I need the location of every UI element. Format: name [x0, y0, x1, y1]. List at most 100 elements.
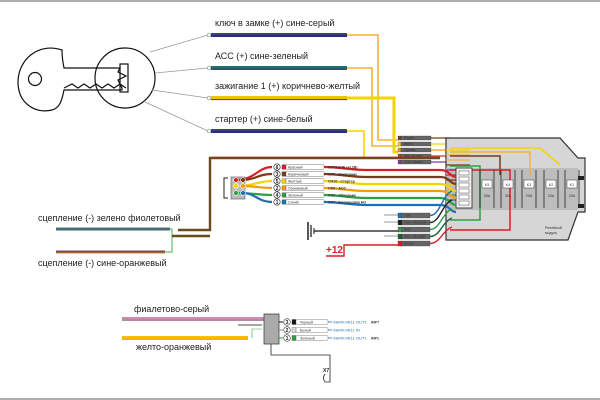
module-connector-pin: [458, 170, 470, 176]
relay-name: K4: [506, 183, 510, 187]
pin-dot: [240, 183, 246, 189]
pin-number: 3: [286, 320, 289, 326]
pin-label: Желт.: [404, 142, 414, 146]
terminal-icon: [206, 32, 212, 38]
pin-wire-color-label: Зеленый: [300, 336, 315, 340]
ref-bracket: [323, 373, 326, 383]
pin-label: Бел.-Красн.: [404, 154, 423, 158]
pin-label: Оранж.: [404, 148, 416, 152]
relay-icon: [523, 179, 535, 189]
connector-wire: [242, 184, 273, 190]
channel-label: CH10 - Стартер: [328, 179, 356, 183]
module-connector-pin: [458, 176, 470, 182]
relay-rating: 20A: [548, 194, 555, 198]
key-icon: [17, 47, 156, 112]
relay-module-label: модуль: [545, 231, 557, 235]
pin-color-swatch: [291, 335, 297, 341]
module-internal-wire: [450, 151, 531, 175]
wire-route: [347, 67, 398, 147]
terminal-icon: [206, 65, 212, 71]
pin-wire: [429, 190, 453, 217]
pin-dot: [240, 190, 246, 196]
pin-color-swatch: [281, 199, 287, 205]
module-connector-pin: [458, 182, 470, 188]
key-lead-line: [149, 34, 209, 53]
relay-icon: [502, 179, 514, 189]
wire-route: [347, 34, 398, 141]
pin-number: 6: [276, 165, 279, 171]
channel-label: CH7 - Блокировка НО: [328, 200, 366, 204]
key-wire-label: ключ в замке (+) сине-серый: [215, 18, 334, 28]
pin-color-swatch: [291, 319, 297, 325]
relay-icon: [481, 179, 493, 189]
pin-color-swatch: [397, 159, 402, 165]
clutch-jumper: [165, 228, 173, 253]
connector-wire: [242, 191, 273, 204]
pin-number-badge: [273, 191, 281, 199]
key-wire-label: стартер (+) сине-белый: [215, 114, 313, 124]
pin-label: Красн.: [404, 242, 415, 246]
pin-color-swatch: [397, 135, 402, 141]
connector-housing: [263, 313, 280, 345]
pin-number: 1: [286, 336, 289, 342]
signal-tag: INP?: [371, 320, 379, 324]
pin-wire: [429, 208, 453, 231]
terminal-icon: [206, 95, 212, 101]
relay-name: K3: [527, 183, 531, 187]
pin-wire: [429, 226, 453, 245]
channel-wire: [323, 200, 457, 214]
signal-label: SW40-ХЕ11 OUT2: [333, 319, 367, 324]
pin-wire-color-label: Белый: [300, 328, 311, 332]
pin-number-badge: [273, 177, 281, 185]
channel-wire: [323, 165, 457, 179]
key-wire-label: зажигание 1 (+) коричнево-желтый: [215, 81, 360, 91]
pin-color-swatch: [397, 240, 403, 247]
pin-color-swatch: [281, 185, 287, 191]
signal-label: SW40-ХЕ11 OUT1: [333, 335, 367, 340]
relay-rating: 20A: [569, 194, 576, 198]
relay-name: K1: [570, 183, 574, 187]
channel-wire: [323, 186, 457, 200]
pin-number: 3: [276, 172, 279, 178]
bottom-wire-label: желто-оранжевый: [136, 342, 211, 352]
pin-color-swatch: [397, 141, 402, 147]
ref-leader: [270, 344, 331, 383]
relay-rating: 30A: [484, 194, 491, 198]
key-lead-line: [154, 67, 209, 74]
pin-color-swatch: [291, 327, 297, 333]
connector-bracket: [223, 177, 228, 199]
relay-name: K2: [549, 183, 553, 187]
wire-route: [347, 96, 398, 154]
relay-icon: [566, 179, 578, 189]
pin-label: Корич.: [404, 136, 415, 140]
pin-number-badge: [273, 170, 281, 178]
pin-number: 5: [276, 179, 279, 185]
pin-dot: [233, 190, 239, 196]
terminal-icon: [206, 128, 212, 134]
bottom-border: [0, 398, 600, 400]
pin-wire-color-label: Коричневый: [288, 172, 308, 176]
channel-label: CH9 - Зажигание: [328, 172, 357, 176]
module-mount-tab: [578, 204, 584, 208]
connector-ref-label: X7: [323, 368, 329, 374]
pin-label: Син.-Красн.: [404, 160, 424, 164]
relay-name: K5: [485, 183, 489, 187]
key-leads: [144, 32, 212, 134]
clutch-wire-label: сцепление (-) зелено фиолетовый: [38, 213, 181, 223]
pin-number-badge: [283, 334, 291, 342]
pin-color-swatch: [397, 226, 403, 233]
connector-wire: [242, 172, 273, 182]
pin-wire-color-label: Зеленый: [288, 193, 303, 197]
channel-label: CH8 - Обходчик: [328, 193, 356, 197]
pin-dot: [233, 177, 239, 183]
pin-label: Зел.: [404, 228, 411, 232]
key-lead-line: [151, 89, 209, 99]
channel-wire: [323, 172, 457, 186]
relay-rating: 30A: [505, 194, 512, 198]
bottom-wire-label: фиалетово-серый: [134, 304, 209, 314]
pin-number-badge: [283, 318, 291, 326]
pin-color-swatch: [281, 178, 287, 184]
pin-number: 1: [276, 200, 279, 206]
channel-label: CH6 - АСС: [328, 186, 346, 190]
